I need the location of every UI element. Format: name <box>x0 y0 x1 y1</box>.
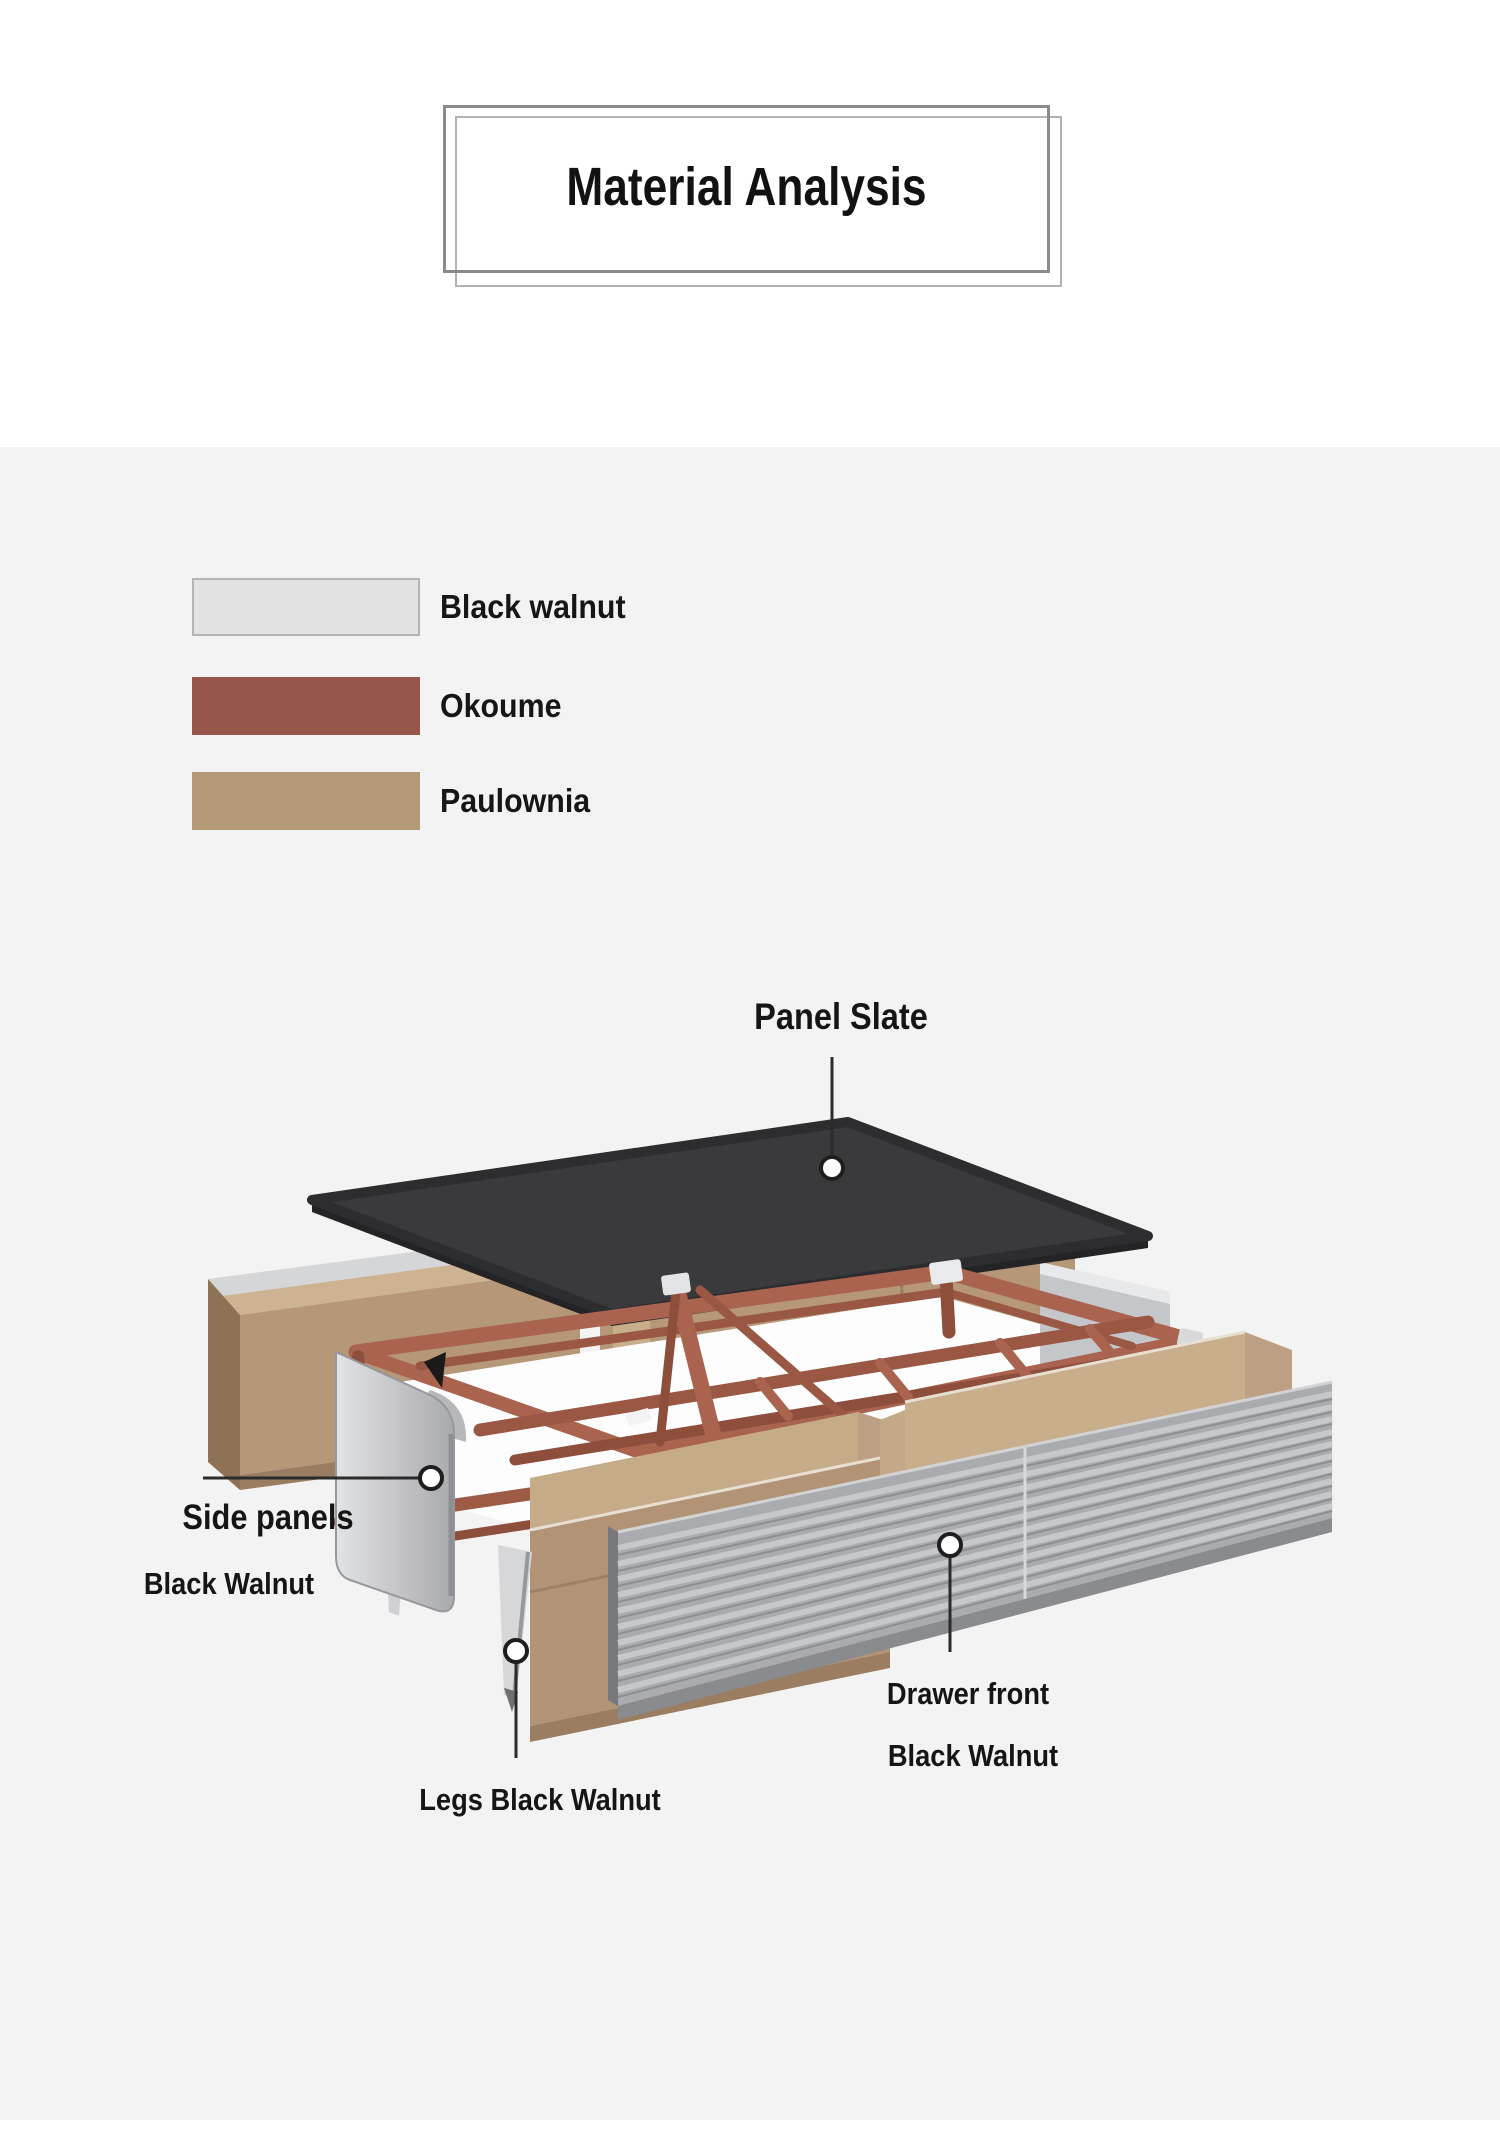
title-box-offset-frame <box>455 116 1062 287</box>
legend-row-black-walnut: Black walnut <box>192 578 642 636</box>
label-side-panels-walnut: Black Walnut <box>143 1566 315 1601</box>
label-drawer-front: Drawer front <box>886 1676 1050 1711</box>
frame-corner-caps <box>424 1259 1204 1426</box>
page-title: Material Analysis <box>566 157 927 217</box>
panel-slate-marker <box>819 1155 845 1181</box>
legend-label-paulownia: Paulownia <box>440 782 591 819</box>
legend-row-okoume: Okoume <box>192 677 572 735</box>
okoume-swatch <box>192 677 420 735</box>
side-panels-marker <box>418 1465 444 1491</box>
slat-drawer-front <box>608 1380 1333 1720</box>
legend-label-okoume: Okoume <box>440 687 562 724</box>
label-side-panels: Side panels <box>182 1498 354 1537</box>
label-drawer-front-walnut: Black Walnut <box>887 1738 1059 1773</box>
legend-row-paulownia: Paulownia <box>192 772 603 830</box>
label-panel-slate: Panel Slate <box>754 996 928 1037</box>
label-legs-black-walnut: Legs Black Walnut <box>419 1782 661 1817</box>
paulownia-swatch <box>192 772 420 830</box>
drawer-front-marker <box>937 1532 963 1558</box>
annotation-markers <box>418 1155 963 1664</box>
annotation-pointers <box>203 1057 952 1758</box>
left-side-panel <box>335 1350 467 1616</box>
legend-label-black-walnut: Black walnut <box>440 588 626 625</box>
black-walnut-swatch <box>192 578 420 636</box>
title-box-frame <box>443 105 1050 273</box>
legs-marker <box>503 1638 529 1664</box>
